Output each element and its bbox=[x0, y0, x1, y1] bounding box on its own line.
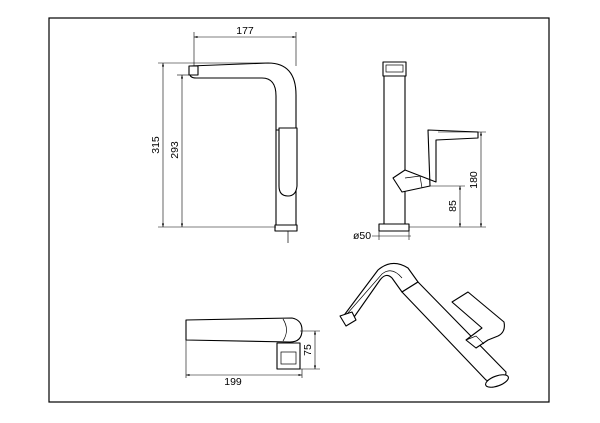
iso-view-handle bbox=[451, 291, 505, 349]
dim-plan-depth-label: 75 bbox=[302, 344, 314, 356]
dim-top-width-label: 177 bbox=[236, 25, 254, 37]
iso-view-nozzle bbox=[339, 311, 357, 327]
side-view-spout-head bbox=[382, 61, 407, 77]
dim-plan-length-label: 199 bbox=[224, 376, 242, 388]
plan-view-handle bbox=[276, 342, 301, 370]
dim-spout-height-label: 293 bbox=[169, 141, 181, 159]
side-view-body bbox=[383, 75, 406, 225]
dim-handle-height-label: 85 bbox=[447, 200, 459, 212]
dim-diameter-label: ø50 bbox=[353, 230, 371, 242]
side-view-handle bbox=[392, 129, 479, 193]
side-view-base bbox=[378, 223, 410, 232]
dim-total-height-label: 315 bbox=[150, 136, 162, 154]
iso-view-base bbox=[485, 374, 509, 388]
side-view: 180 85 ø50 bbox=[353, 61, 486, 242]
dim-side-height-label: 180 bbox=[468, 171, 480, 189]
drawing-frame bbox=[48, 17, 550, 403]
front-view-handle bbox=[278, 127, 298, 197]
plan-view-spout bbox=[185, 317, 303, 343]
plan-view: 199 75 bbox=[185, 317, 320, 388]
front-view-spout bbox=[189, 62, 297, 131]
isometric-view bbox=[339, 262, 509, 388]
front-view-base bbox=[274, 224, 298, 232]
front-view: 177 315 293 bbox=[150, 25, 298, 243]
front-view-nozzle bbox=[188, 65, 199, 76]
